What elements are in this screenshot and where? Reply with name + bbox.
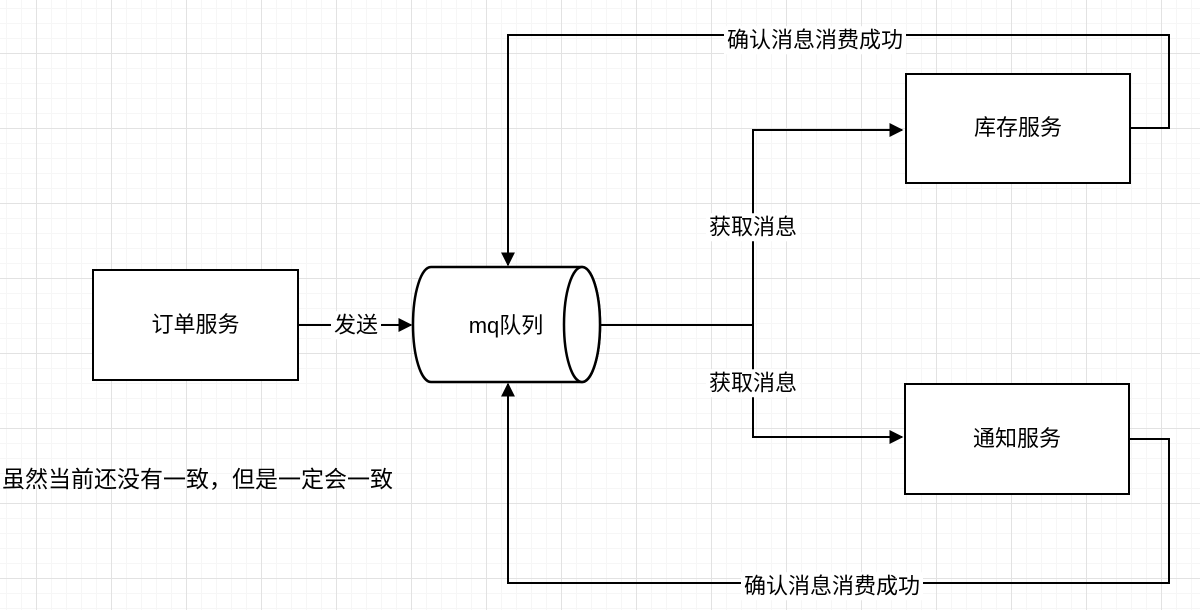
mq-queue-node[interactable] [411,265,602,384]
order-service-node[interactable]: 订单服务 [92,269,299,381]
mq-cylinder-cap [562,265,602,384]
edge-ack-notify-label: 确认消息消费成功 [740,572,924,600]
mq-queue-label: mq队列 [468,313,544,338]
inventory-service-label: 库存服务 [973,115,1062,141]
edge-fetch-inventory-label: 获取消息 [705,213,801,241]
notify-service-node[interactable]: 通知服务 [904,383,1130,495]
consistency-note: 虽然当前还没有一致，但是一定会一致 [2,466,393,492]
edge-send-label: 发送 [330,311,382,339]
order-service-label: 订单服务 [151,311,240,337]
edge-fetch-notify-label: 获取消息 [705,369,801,397]
edge-ack-inventory-label: 确认消息消费成功 [723,26,907,54]
edge-ack-inventory-arrow[interactable] [501,34,1170,267]
notify-service-label: 通知服务 [972,425,1061,451]
edge-ack-notify-arrow[interactable] [501,382,1170,584]
inventory-service-node[interactable]: 库存服务 [905,73,1131,184]
